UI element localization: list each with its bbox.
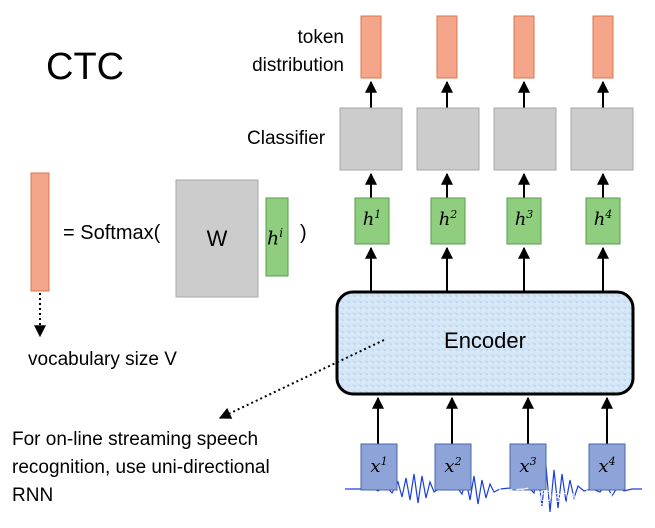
input-frame-label-4: x4: [589, 455, 625, 477]
input-frame-sup-4: 4: [608, 455, 616, 468]
token-distribution-label-line1: token: [297, 27, 344, 48]
hidden-state-sup-2: 2: [450, 208, 458, 221]
input-frame-label-1: x1: [361, 455, 397, 477]
token-distribution-label-line2: distribution: [252, 55, 344, 76]
softmax-hidden-base: h: [267, 227, 280, 250]
input-frame-label-2: x2: [435, 455, 471, 477]
hidden-state-base-2: h: [438, 209, 451, 230]
streaming-note-line3: RNN: [12, 485, 54, 506]
token-distribution-label: token distribution: [232, 24, 344, 80]
encoder-label: Encoder: [444, 328, 526, 353]
input-frame-box-1: [360, 443, 398, 491]
hidden-state-box-1: [354, 197, 390, 245]
hidden-state-box-3: [506, 197, 542, 245]
hidden-state-box-2: [430, 197, 466, 245]
softmax-prefix: = Softmax(: [63, 222, 161, 244]
input-frame-sup-1: 1: [380, 455, 388, 468]
input-frame-sup-3: 3: [529, 455, 537, 468]
token-distribution-bar-1: [360, 15, 382, 79]
classifier-label: Classifier: [247, 128, 326, 149]
output-distribution-bar: [30, 172, 50, 292]
input-frame-base-1: x: [370, 456, 381, 477]
watermark: 知乎 @stephon: [497, 487, 614, 506]
hidden-state-base-1: h: [362, 209, 375, 230]
hidden-state-sup-4: 4: [605, 208, 613, 221]
hidden-state-sup-3: 3: [526, 208, 534, 221]
classifier-box-2: [416, 107, 480, 171]
token-distribution-bar-2: [436, 15, 458, 79]
audio-waveform: [345, 465, 642, 513]
classifier-box-4: [570, 107, 634, 171]
softmax-hidden-label: hi: [267, 226, 283, 249]
input-frame-box-2: [434, 443, 472, 491]
hidden-state-box-4: [585, 197, 621, 245]
softmax-hidden-sup: i: [279, 226, 284, 240]
input-frame-sup-2: 2: [454, 455, 462, 468]
vocab-size-label: vocabulary size V: [28, 349, 177, 370]
hidden-state-label-3: h3: [507, 208, 541, 230]
weight-matrix-box: [175, 179, 259, 298]
input-frame-base-4: x: [598, 456, 609, 477]
input-frame-box-3: [509, 443, 547, 491]
input-frame-box-4: [588, 443, 626, 491]
hidden-state-label-2: h2: [431, 208, 465, 230]
token-distribution-bar-3: [513, 15, 535, 79]
token-distribution-bar-4: [592, 15, 614, 79]
softmax-suffix: ): [300, 222, 307, 244]
softmax-hidden-box: [265, 197, 289, 277]
streaming-note: For on-line streaming speech recognition…: [12, 426, 342, 510]
streaming-note-dotted-arrow: [218, 339, 385, 419]
streaming-note-line2: recognition, use uni-directional: [12, 457, 270, 478]
input-frame-label-3: x3: [510, 455, 546, 477]
hidden-state-base-4: h: [593, 209, 606, 230]
classifier-box-1: [339, 107, 403, 171]
encoder-block: [335, 290, 635, 396]
input-frame-base-2: x: [444, 456, 455, 477]
input-frame-base-3: x: [519, 456, 530, 477]
weight-matrix-label: W: [206, 226, 228, 251]
classifier-box-3: [493, 107, 557, 171]
hidden-state-label-1: h1: [355, 208, 389, 230]
hidden-state-sup-1: 1: [374, 208, 382, 221]
hidden-state-base-3: h: [514, 209, 527, 230]
streaming-note-line1: For on-line streaming speech: [12, 429, 259, 450]
page-title: CTC: [46, 46, 125, 88]
hidden-state-label-4: h4: [586, 208, 620, 230]
